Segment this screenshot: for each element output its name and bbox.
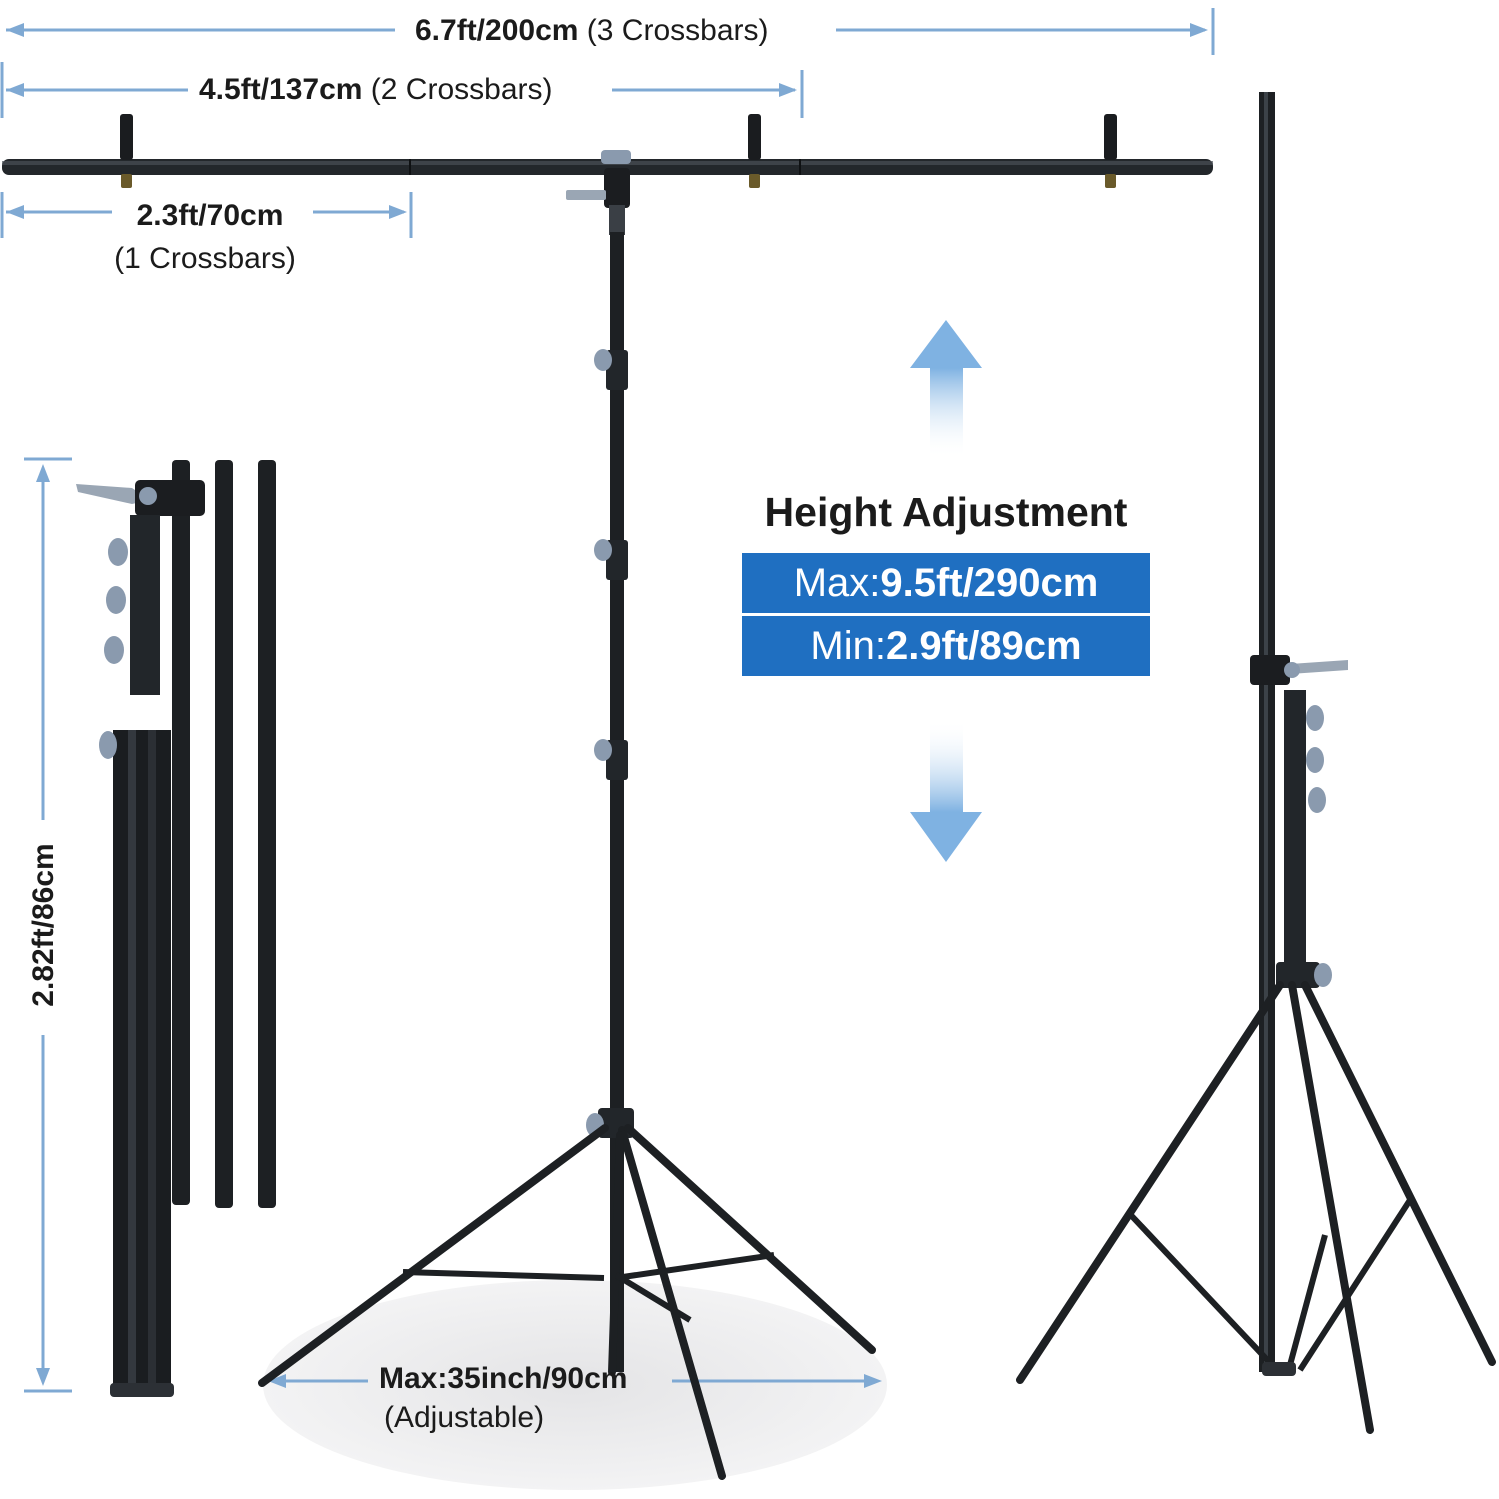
dimension-label-70cm: 2.3ft/70cm bbox=[137, 201, 284, 231]
height-max-badge: Max:9.5ft/290cm bbox=[742, 553, 1150, 613]
min-prefix: Min: bbox=[810, 624, 886, 668]
dimension-line-200cm bbox=[6, 8, 1215, 55]
base-width-label: Max:35inch/90cm bbox=[379, 1364, 627, 1394]
dimension-line-137cm bbox=[0, 62, 804, 118]
base-width-note-text: (Adjustable) bbox=[384, 1401, 545, 1434]
dimension-label-200cm: 6.7ft/200cm (3 Crossbars) bbox=[415, 16, 768, 46]
center-stand bbox=[258, 150, 876, 1480]
folded-height-label: 2.82ft/86cm bbox=[27, 843, 60, 1007]
height-min-badge: Min:2.9ft/89cm bbox=[742, 616, 1150, 676]
dimension-value: 6.7ft/200cm bbox=[415, 14, 579, 47]
side-stand bbox=[1016, 92, 1496, 1434]
height-up-arrow-icon bbox=[910, 320, 982, 458]
dimension-note-70cm: (1 Crossbars) bbox=[114, 244, 296, 274]
dimension-value: 2.3ft/70cm bbox=[136, 199, 284, 232]
floor-shadow bbox=[263, 1280, 887, 1490]
height-down-arrow-icon bbox=[910, 720, 982, 862]
dimension-note: (2 Crossbars) bbox=[370, 73, 553, 106]
base-width-value: Max:35inch/90cm bbox=[379, 1362, 628, 1395]
height-adjustment-title: Height Adjustment bbox=[764, 489, 1128, 535]
dimension-value: 4.5ft/137cm bbox=[199, 73, 363, 106]
dimension-line-70cm bbox=[0, 192, 413, 238]
dimension-note: (3 Crossbars) bbox=[586, 14, 769, 47]
max-value: 9.5ft/290cm bbox=[880, 561, 1099, 605]
folded-stand bbox=[76, 460, 276, 1397]
base-width-note: (Adjustable) bbox=[384, 1403, 544, 1433]
dimension-label-137cm: 4.5ft/137cm (2 Crossbars) bbox=[199, 75, 552, 105]
dimension-line-base-width bbox=[268, 1374, 882, 1388]
crossbar-clip bbox=[120, 114, 1117, 188]
max-prefix: Max: bbox=[793, 561, 881, 605]
min-value: 2.9ft/89cm bbox=[885, 624, 1082, 668]
dimension-line-folded-height bbox=[24, 457, 72, 1393]
dimension-note: (1 Crossbars) bbox=[114, 242, 296, 275]
